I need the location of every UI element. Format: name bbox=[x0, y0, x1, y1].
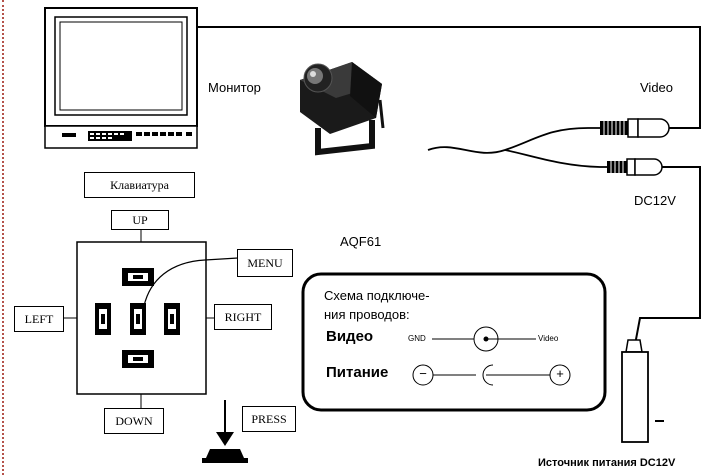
scheme-plus-sign: + bbox=[556, 366, 564, 381]
power-supply-icon bbox=[621, 339, 664, 443]
model-label: AQF61 bbox=[340, 234, 382, 249]
down-label-box: DOWN bbox=[104, 408, 164, 434]
dc12v-label: DC12V bbox=[634, 193, 676, 208]
monitor-label: Монитор bbox=[208, 80, 261, 95]
keypad-center-button[interactable] bbox=[130, 303, 146, 335]
scheme-video-pin-label: Video bbox=[538, 334, 559, 343]
power-source-label: Источник питания DC12V bbox=[538, 457, 676, 469]
menu-label-box: MENU bbox=[237, 249, 293, 277]
scheme-title-line1: Схема подключе- bbox=[324, 288, 430, 303]
dc-connector-icon bbox=[607, 158, 663, 176]
wiring-scheme-box bbox=[301, 272, 607, 412]
scheme-video-label: Видео bbox=[326, 328, 374, 345]
scheme-gnd-label: GND bbox=[408, 334, 426, 343]
monitor-icon bbox=[44, 7, 198, 149]
left-margin-dotted-line bbox=[2, 0, 4, 475]
power-pin-schematic bbox=[412, 364, 571, 386]
keyboard-title: Клавиатура bbox=[84, 172, 195, 198]
scheme-minus-sign: − bbox=[419, 366, 427, 381]
right-label-box: RIGHT bbox=[214, 304, 272, 330]
up-label-box: UP bbox=[111, 210, 169, 230]
camera-video-cable bbox=[427, 127, 600, 154]
video-connector-icon bbox=[600, 118, 670, 138]
scheme-title-line2: ния проводов: bbox=[324, 307, 410, 322]
scheme-power-label: Питание bbox=[326, 364, 389, 381]
scheme-title: Схема подключе- ния проводов: bbox=[324, 286, 430, 324]
keypad-left-button[interactable] bbox=[95, 303, 111, 335]
camera-icon bbox=[300, 62, 385, 156]
camera-power-cable bbox=[504, 149, 607, 168]
press-arrow-icon bbox=[202, 400, 248, 463]
press-label-box: PRESS bbox=[242, 406, 296, 432]
video-cable bbox=[197, 26, 701, 129]
keypad-up-button[interactable] bbox=[122, 268, 154, 286]
keypad-down-button[interactable] bbox=[122, 350, 154, 368]
keypad-right-button[interactable] bbox=[164, 303, 180, 335]
menu-leader-line bbox=[143, 257, 239, 307]
power-cable bbox=[633, 166, 701, 351]
video-label: Video bbox=[640, 80, 674, 95]
video-pin-schematic bbox=[432, 326, 536, 352]
left-label-box: LEFT bbox=[14, 306, 64, 332]
